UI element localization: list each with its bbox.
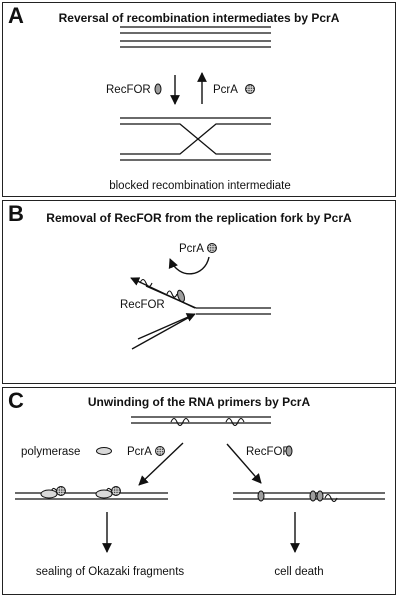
polymerase-protein [40,489,58,499]
arrow-to-right-branch [226,443,262,484]
panel-c-diagram: polymerase PcrA RecFOR sealing of Okazak… [15,416,385,578]
recfor-label: RecFOR [120,299,165,311]
rna-primer [324,493,338,503]
left-outcome-label: sealing of Okazaki fragments [36,566,185,578]
pcra-label: PcrA [127,446,152,458]
rna-primer [170,417,190,427]
recfor-protein [154,83,162,95]
caption: blocked recombination intermediate [109,180,291,192]
panel-b-diagram: PcrA RecFOR [120,243,271,350]
recfor-protein [257,490,265,502]
replication-fork [130,277,271,350]
rna-primer [225,417,245,427]
pcra-protein [245,84,255,94]
right-branch-dna [233,492,385,503]
recfor-protein [309,490,317,502]
right-outcome-label: cell death [274,566,323,578]
parallel-dna-duplexes [120,26,271,48]
panel-a-title: Reversal of recombination intermediates … [58,11,340,25]
rna-primer [139,278,153,288]
panel-b-title: Removal of RecFOR from the replication f… [46,211,352,225]
polymerase-label: polymerase [21,446,80,458]
curved-arrow [168,256,210,275]
rna-primer [166,290,178,298]
left-branch-dna [15,486,168,500]
pcra-protein [111,486,121,496]
holliday-junction [120,117,271,161]
recfor-label: RecFOR [106,84,151,96]
polymerase-protein [96,447,112,455]
pcra-label: PcrA [179,243,204,255]
panel-a-diagram: RecFOR PcrA blocked recombination interm… [106,26,291,192]
lagging-strand-dna [131,416,271,427]
panel-c: C Unwinding of the RNA primers by PcrA p… [2,387,396,595]
recfor-label: RecFOR [246,446,291,458]
panel-c-title: Unwinding of the RNA primers by PcrA [87,395,311,409]
panel-a-letter: A [8,3,24,28]
panel-b-letter: B [8,201,24,226]
panel-c-letter: C [8,388,24,413]
panel-a: A Reversal of recombination intermediate… [2,2,396,197]
pcra-protein [155,446,165,456]
recfor-protein [285,445,293,457]
arrow-to-left-branch [138,442,184,486]
pcra-protein [207,243,217,253]
panel-b: B Removal of RecFOR from the replication… [2,200,396,384]
recfor-protein [316,490,324,502]
polymerase-protein [95,489,113,499]
pcra-protein [56,486,66,496]
recfor-protein [177,289,185,303]
pcra-label: PcrA [213,84,238,96]
